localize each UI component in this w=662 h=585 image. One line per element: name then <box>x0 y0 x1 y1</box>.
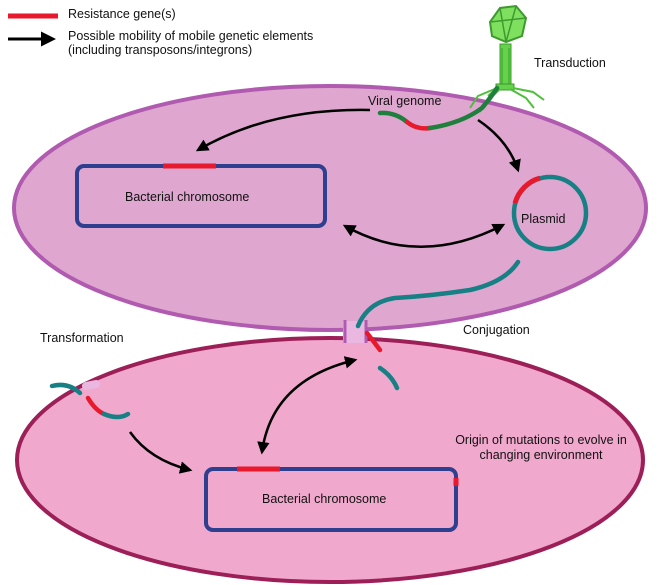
top-bacterial-cell <box>12 84 648 332</box>
legend-mobility-label-line2: (including transposons/integrons) <box>68 43 253 57</box>
bottom-chromosome-label: Bacterial chromosome <box>262 492 387 506</box>
top-chromosome-label: Bacterial chromosome <box>125 190 250 204</box>
plasmid <box>511 174 589 252</box>
viral-genome <box>377 85 500 131</box>
conjugation-dna-strand <box>355 259 521 391</box>
conjugation-bridge <box>343 320 368 343</box>
arrow-viral-to-chromosome <box>195 108 371 152</box>
transformation-dna-fragment <box>49 380 131 420</box>
arrow-viral-to-plasmid <box>477 118 521 173</box>
transformation-label: Transformation <box>40 331 124 345</box>
arrow-conjugation-chromosome <box>257 356 358 455</box>
bottom-chromosome <box>204 467 458 532</box>
plasmid-label: Plasmid <box>521 212 566 226</box>
bacteriophage-icon <box>469 4 545 113</box>
mobility-arrows <box>128 108 521 474</box>
arrow-chromosome-plasmid <box>342 223 506 248</box>
mutation-label-line1: Origin of mutations to evolve in <box>455 433 627 447</box>
transduction-label: Transduction <box>534 56 606 70</box>
viral-genome-label: Viral genome <box>368 94 442 108</box>
legend-resistance-label: Resistance gene(s) <box>68 7 176 21</box>
bottom-bacterial-cell <box>15 336 645 584</box>
mutation-label-line2: changing environment <box>479 448 603 462</box>
arrow-transformation-to-chromosome <box>128 431 193 474</box>
legend-mobility-label-line1: Possible mobility of mobile genetic elem… <box>68 29 314 43</box>
conjugation-label: Conjugation <box>463 323 530 337</box>
